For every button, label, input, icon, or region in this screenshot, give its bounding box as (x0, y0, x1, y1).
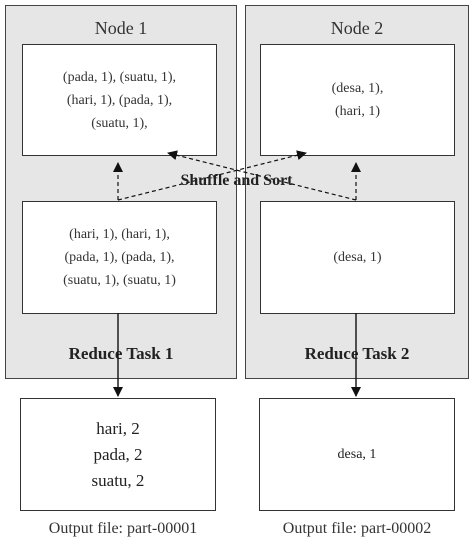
node-1-map-line: (pada, 1), (suatu, 1), (62, 69, 177, 85)
node-2-map-output-box: (desa, 1), (hari, 1) (260, 44, 455, 156)
output-box-1: hari, 2 pada, 2 suatu, 2 (20, 398, 216, 511)
node-1-reduce-line: (suatu, 1), (suatu, 1) (63, 273, 176, 288)
output-1-line: hari, 2 (96, 418, 140, 438)
node-1-map-output-box: (pada, 1), (suatu, 1), (hari, 1), (pada,… (22, 44, 217, 156)
node-2-map-line: (hari, 1) (334, 104, 381, 119)
node-1-title: Node 1 (94, 18, 148, 38)
node-1-map-line: (suatu, 1), (91, 115, 148, 131)
output-1-line: pada, 2 (93, 444, 143, 464)
node-2-map-line: (desa, 1), (331, 81, 384, 96)
node-2-reduce-input-box: (desa, 1) (260, 201, 455, 314)
node-1-reduce-input-box: (hari, 1), (hari, 1), (pada, 1), (pada, … (22, 201, 217, 314)
output-box-2: desa, 1 (259, 398, 455, 511)
node-1-reduce-line: (pada, 1), (pada, 1), (64, 250, 175, 265)
output-file-1-label: Output file: part-00001 (48, 520, 198, 537)
shuffle-and-sort-label: Shuffle and Sort (180, 172, 293, 189)
output-file-2-label: Output file: part-00002 (282, 520, 432, 537)
output-1-line: suatu, 2 (91, 470, 145, 490)
reduce-task-2-label: Reduce Task 2 (304, 344, 410, 363)
node-2-reduce-line: (desa, 1) (333, 250, 382, 265)
reduce-task-1-label: Reduce Task 1 (68, 344, 174, 363)
node-1-reduce-line: (hari, 1), (hari, 1), (69, 227, 170, 242)
output-2-line: desa, 1 (337, 446, 377, 462)
node-2-panel: Node 2 (desa, 1), (hari, 1) (desa, 1) Re… (245, 5, 469, 379)
node-1-map-line: (hari, 1), (pada, 1), (66, 92, 173, 108)
node-1-panel: Node 1 (pada, 1), (suatu, 1), (hari, 1),… (5, 5, 237, 379)
node-2-title: Node 2 (330, 18, 384, 38)
